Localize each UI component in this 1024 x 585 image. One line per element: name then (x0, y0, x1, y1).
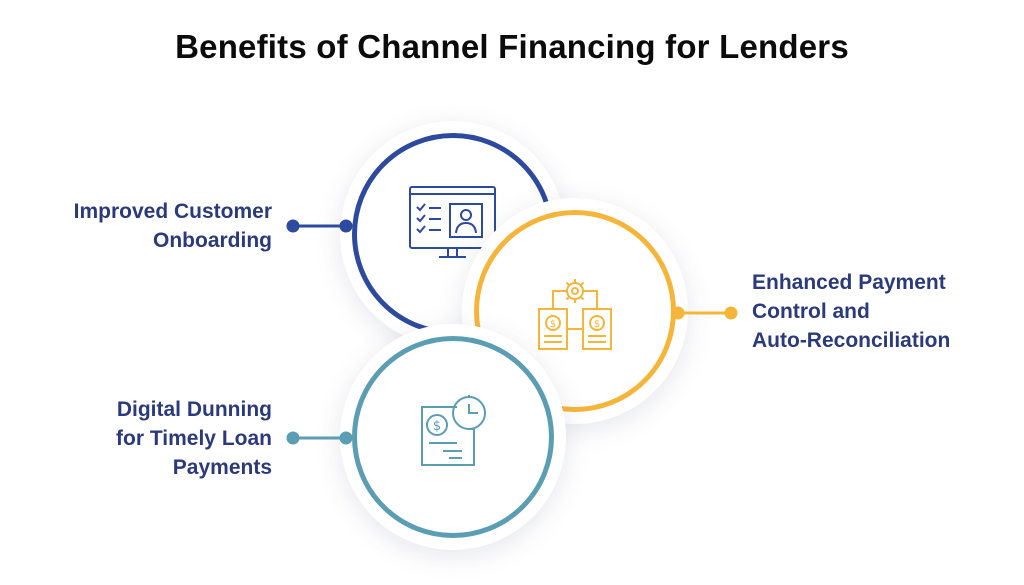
invoice-clock-icon: $ (421, 395, 486, 466)
benefit-label-line: Auto-Reconciliation (752, 329, 951, 352)
benefit-label-line: Digital Dunning (116, 398, 272, 421)
svg-text:$: $ (594, 319, 600, 330)
benefit-label-line: Enhanced Payment (752, 271, 946, 294)
computer-checklist-profile-icon (409, 186, 496, 258)
benefit-label-line: Onboarding (153, 229, 272, 252)
benefit-label-line: for Timely Loan (116, 427, 272, 450)
benefit-label-line: Payments (172, 456, 272, 479)
benefit-label-line: Control and (752, 300, 870, 323)
page-title: Benefits of Channel Financing for Lender… (175, 28, 849, 65)
benefit-label-payment-control: Enhanced Payment Control and Auto-Reconc… (752, 268, 1014, 355)
svg-text:$: $ (550, 319, 556, 330)
connector-onboarding (286, 219, 353, 233)
svg-text:$: $ (433, 419, 441, 434)
gear-payment-documents-icon: $ $ (538, 279, 612, 350)
benefit-label-line: Improved Customer (73, 200, 272, 223)
benefit-label-onboarding: Improved Customer Onboarding (10, 197, 272, 255)
connector-digital-dunning (286, 431, 353, 445)
benefit-circle-digital-dunning: $ (352, 336, 554, 538)
connector-payment-control (671, 306, 738, 320)
benefit-label-digital-dunning: Digital Dunning for Timely Loan Payments (10, 395, 272, 482)
